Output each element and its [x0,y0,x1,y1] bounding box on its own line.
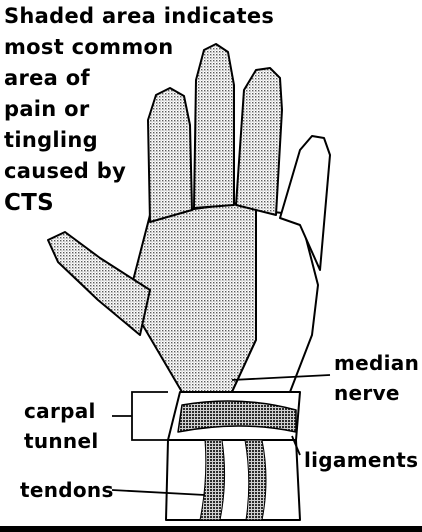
thumb-shaded [48,232,150,335]
median-nerve-label-line-2: nerve [334,378,419,408]
caption-line-1: Shaded area indicates [4,6,274,37]
caption-line-4: pain or [4,99,274,130]
median-nerve-label-line-1: median [334,348,419,378]
carpal-tunnel-label-line-1: carpal [24,396,99,426]
tendons-label: tendons [20,480,114,500]
caption-line-3: area of [4,68,274,99]
caption-line-2: most common [4,37,274,68]
median-nerve-label: median nerve [334,348,419,408]
carpal-tunnel-bracket [132,392,168,440]
carpal-tunnel-label-line-2: tunnel [24,426,99,456]
caption-line-6: caused by [4,161,274,192]
caption-line-7: CTS [4,192,274,223]
caption-line-5: tingling [4,130,274,161]
carpal-tunnel-label: carpal tunnel [24,396,99,456]
caption: Shaded area indicates most common area o… [4,6,274,223]
forearm [166,440,300,520]
bottom-rule [0,526,422,532]
ligaments-label: ligaments [304,450,418,470]
